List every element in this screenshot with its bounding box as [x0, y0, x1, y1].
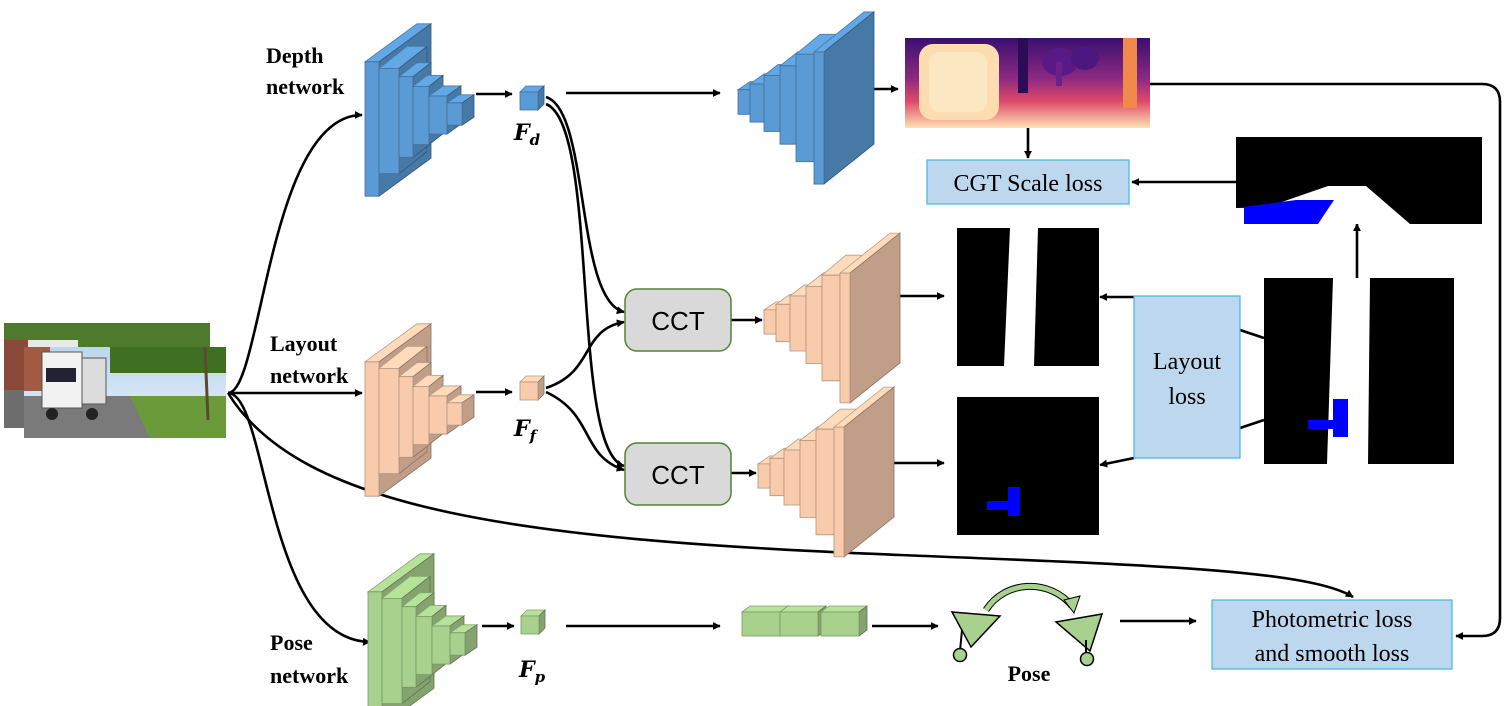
road-decoder-layer-6 [838, 232, 902, 404]
cct-bottom-box: CCT [624, 442, 732, 506]
layout-network-label-line1: Layout [270, 331, 338, 356]
arrow-input-to-depth [227, 111, 363, 395]
vehicle-layout-map [957, 397, 1099, 535]
vehicle-decoder-layer-6 [832, 386, 896, 558]
depth-network-label-line1: Depth [266, 43, 323, 68]
cct-bottom-label: CCT [651, 460, 705, 490]
cgt-scale-loss-label: CGT Scale loss [954, 171, 1103, 197]
connection-lines [226, 82, 1502, 646]
fp-label: Fp [518, 657, 546, 686]
pose-arc [983, 583, 1075, 612]
perspective-layout-map [1236, 137, 1482, 224]
pose-icon [950, 582, 1104, 667]
arrow-depthmap-to-photometric [1150, 82, 1502, 640]
arrow-fd-to-cct-bottom [545, 102, 625, 468]
arrow-input-to-photometric [226, 392, 1354, 599]
line-layoutloss-to-gt-bottom [1239, 418, 1265, 430]
input-frame-front [24, 346, 226, 438]
arrow-fd-to-cct-top-a [545, 95, 625, 315]
arrow-input-to-pose [227, 391, 371, 646]
layout-loss-label-line2: loss [1168, 384, 1205, 410]
pose-network-label-line1: Pose [270, 630, 313, 655]
layout-encoder-layer-6 [445, 394, 476, 426]
pose-feature-block-3 [819, 605, 869, 637]
line-layoutloss-to-gt-top [1239, 328, 1265, 340]
pose-network-label-line2: network [270, 663, 349, 688]
ff-feature-cube [519, 375, 545, 401]
cct-top-label: CCT [651, 306, 705, 336]
photometric-loss-label-line1: Photometric loss [1252, 607, 1413, 633]
depth-decoder-layer-6 [812, 11, 876, 185]
arrow-layoutloss-to-vehicle-map [1099, 456, 1135, 468]
depth-encoder-layer-6 [445, 94, 476, 126]
road-layout-map [957, 228, 1099, 366]
layout-network-label-line2: network [270, 363, 349, 388]
pose-encoder-layer-6 [448, 624, 479, 656]
depth-network-label-line2: network [266, 74, 345, 99]
photometric-loss-box: Photometric loss and smooth loss [1211, 599, 1453, 670]
arrow-ff-to-cct-bottom [545, 390, 625, 472]
pose-label: Pose [1008, 661, 1051, 686]
layout-loss-box: Layout loss [1133, 295, 1241, 459]
pose-feature-block-2 [778, 605, 828, 637]
fd-feature-cube [519, 85, 545, 111]
ground-truth-layout-map [1264, 278, 1454, 464]
arrow-ff-to-cct-top [545, 319, 625, 390]
fp-feature-cube [520, 609, 546, 635]
layout-loss-label-line1: Layout [1153, 349, 1221, 375]
photometric-loss-label-line2: and smooth loss [1255, 641, 1410, 667]
depth-map-output [905, 38, 1150, 128]
input-image-stack [4, 323, 226, 438]
cgt-scale-loss-box: CGT Scale loss [926, 159, 1130, 205]
cct-top-box: CCT [624, 288, 732, 352]
fd-label: Fd [513, 120, 541, 149]
ff-label: Ff [513, 416, 539, 445]
